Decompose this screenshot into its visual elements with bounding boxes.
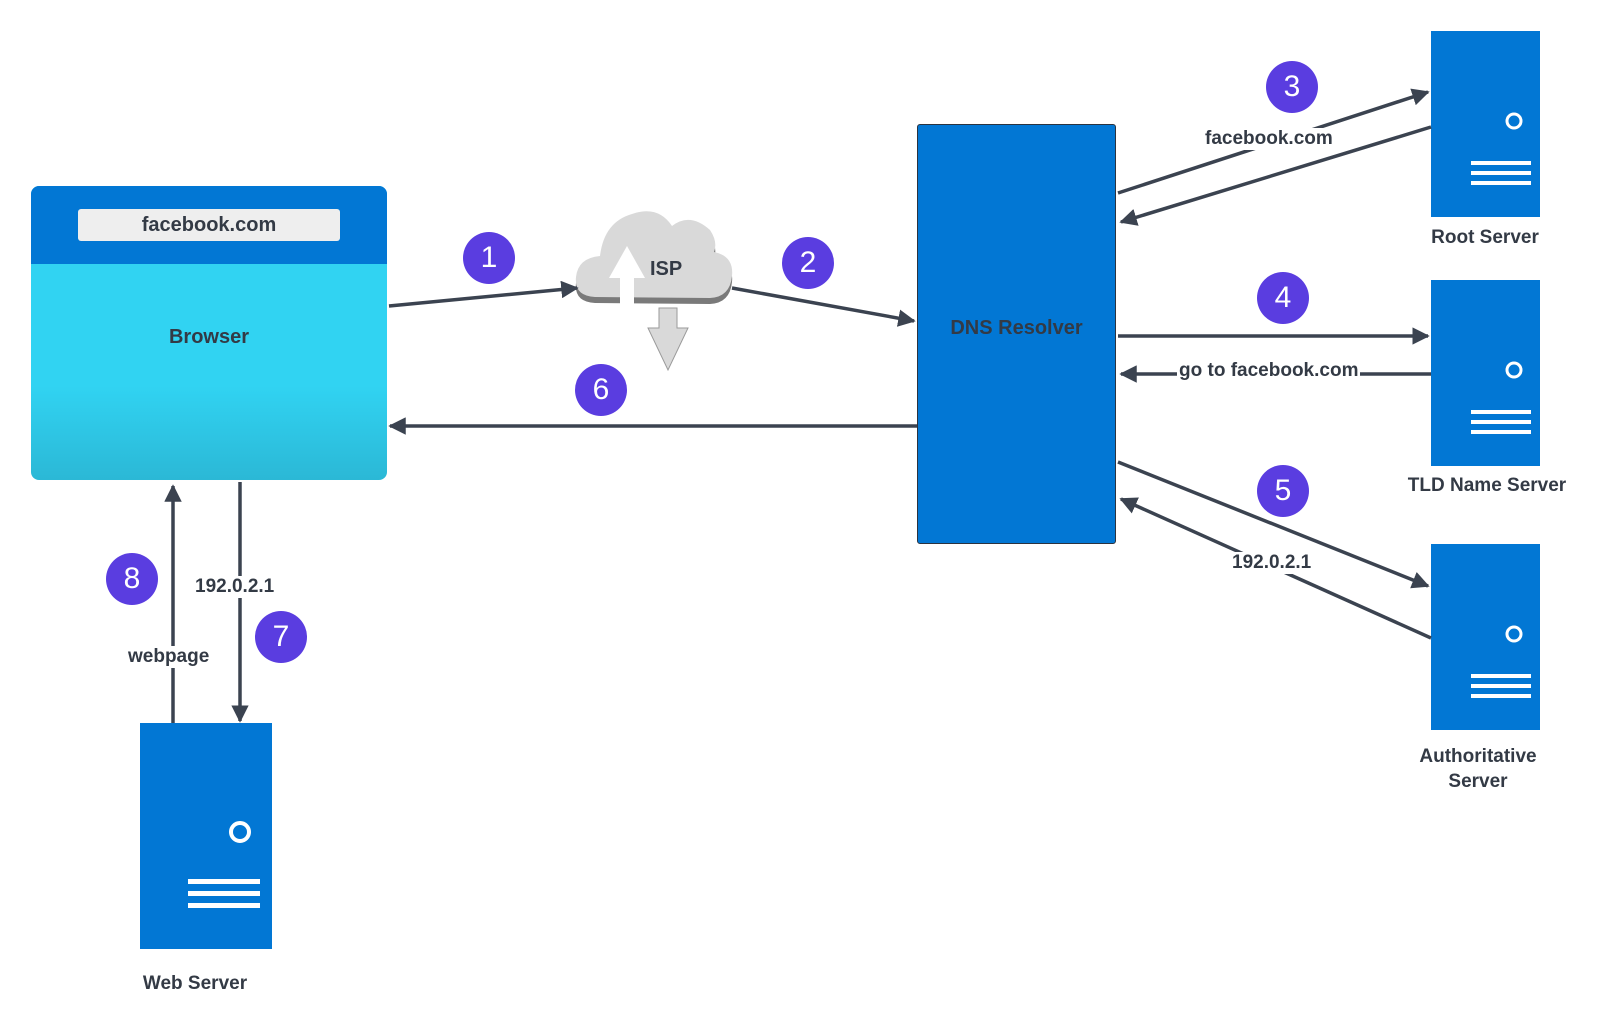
dns-resolver-label: DNS Resolver — [950, 317, 1083, 339]
step-badge-5: 5 — [1257, 465, 1309, 517]
edge-label-auth-response: 192.0.2.1 — [1230, 552, 1314, 574]
server-details-icon — [1471, 361, 1531, 434]
web-server-label: Web Server — [142, 973, 248, 994]
arrow-resolver-to-authoritative — [1117, 460, 1430, 589]
isp-cloud-icon — [575, 211, 733, 372]
step-badge-8: 8 — [106, 553, 158, 605]
server-details-icon — [1471, 112, 1531, 185]
server-details-icon — [188, 821, 260, 908]
arrow-root-to-resolver — [1119, 125, 1432, 226]
step-badge-6: 6 — [575, 364, 627, 416]
authoritative-server-icon — [1431, 544, 1540, 730]
root-server-label: Root Server — [1431, 227, 1539, 248]
step-badge-7: 7 — [255, 611, 307, 663]
authoritative-server-label: Authoritative Server — [1419, 746, 1537, 792]
edge-label-ip-to-web: 192.0.2.1 — [193, 576, 277, 598]
dns-resolver: DNS Resolver — [917, 124, 1116, 544]
arrow-browser-to-isp — [388, 280, 579, 308]
edge-label-tld-response: go to facebook.com — [1177, 360, 1361, 382]
arrow-isp-to-resolver — [731, 286, 916, 327]
address-bar[interactable]: facebook.com — [78, 209, 340, 241]
tld-server-label: TLD Name Server — [1407, 475, 1567, 496]
step-badge-3: 3 — [1266, 61, 1318, 113]
root-server-icon — [1431, 31, 1540, 217]
step-badge-2: 2 — [782, 237, 834, 289]
edge-label-root-query: facebook.com — [1203, 128, 1335, 150]
tld-server-icon — [1431, 280, 1540, 466]
edge-label-webpage: webpage — [126, 646, 212, 668]
step-badge-4: 4 — [1257, 272, 1309, 324]
isp-label: ISP — [650, 258, 683, 280]
browser-window: facebook.com Browser — [31, 186, 387, 480]
browser-header: facebook.com — [31, 186, 387, 264]
step-badge-1: 1 — [463, 232, 515, 284]
server-details-icon — [1471, 625, 1531, 698]
browser-label: Browser — [168, 326, 250, 348]
web-server-icon — [140, 723, 272, 949]
